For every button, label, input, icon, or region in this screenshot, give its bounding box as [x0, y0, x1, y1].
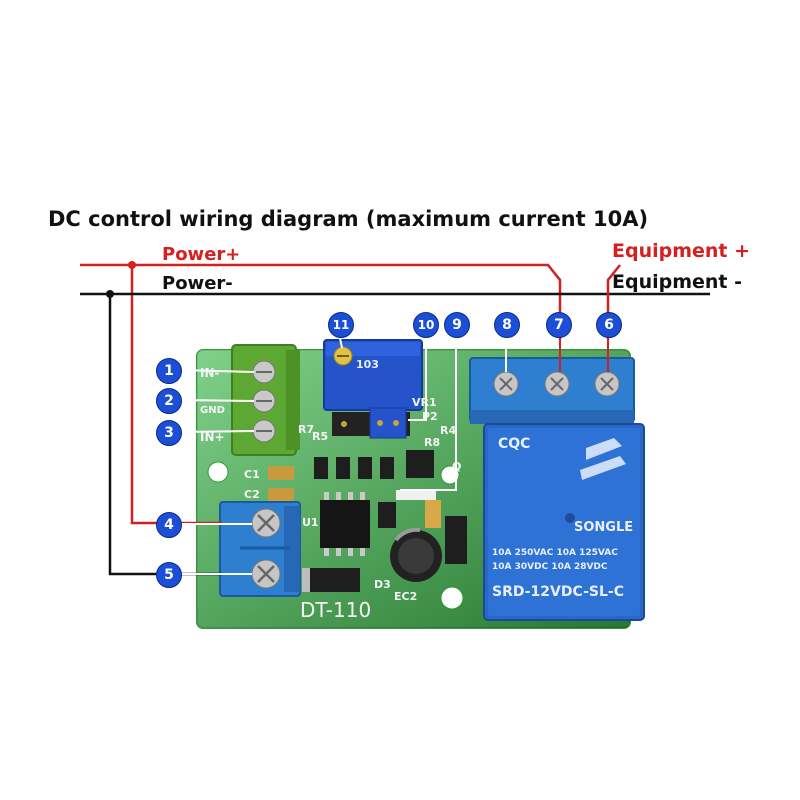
silk-c1: C1	[244, 468, 260, 481]
ic-chip-u1	[320, 492, 370, 556]
power-plus-label: Power+	[162, 244, 241, 265]
terminal-badge: 2	[156, 388, 182, 414]
diagram-title: DC control wiring diagram (maximum curre…	[48, 207, 649, 231]
silk-gnd: GND	[200, 405, 225, 416]
silk-ec2: EC2	[394, 590, 418, 603]
potentiometer	[323, 339, 423, 411]
relay	[483, 423, 645, 621]
silk-u1: U1	[302, 516, 319, 529]
terminal-badge: 7	[546, 312, 572, 338]
terminal-badge: 5	[156, 562, 182, 588]
terminal-badge: 6	[596, 312, 622, 338]
terminal-badge: 4	[156, 512, 182, 538]
electrolytic-capacitor	[390, 527, 442, 582]
power-minus-label: Power-	[162, 273, 233, 294]
silk-vr1: VR1	[412, 396, 437, 409]
silk-r7: R7	[298, 423, 315, 436]
terminal-badge: 9	[444, 312, 470, 338]
output-terminal-block	[469, 357, 635, 424]
power-terminal-block	[219, 501, 301, 597]
relay-cqc: CQC	[498, 436, 531, 452]
relay-rating-2: 10A 30VDC 10A 28VDC	[492, 562, 608, 572]
terminal-badge: 3	[156, 420, 182, 446]
relay-model: SRD-12VDC-SL-C	[492, 584, 624, 600]
silk-board-name: DT-110	[300, 598, 372, 622]
equipment-plus-label: Equipment +	[612, 240, 751, 262]
equipment-minus-label: Equipment -	[612, 271, 743, 293]
silk-p2: P2	[422, 410, 438, 423]
silk-in-plus: IN+	[200, 430, 225, 444]
silk-d3: D3	[374, 578, 391, 591]
relay-brand: SONGLE	[574, 520, 634, 535]
terminal-badge: 8	[494, 312, 520, 338]
power-plus-wire	[80, 263, 562, 340]
terminal-badge: 10	[413, 312, 439, 338]
silk-r4: R4	[440, 424, 457, 437]
diode-d3	[302, 568, 360, 592]
relay-rating-1: 10A 250VAC 10A 125VAC	[492, 548, 618, 558]
smd-components	[268, 450, 467, 564]
potentiometer-code: 103	[356, 358, 379, 371]
silk-q: Q	[452, 460, 462, 473]
terminal-badge: 11	[328, 312, 354, 338]
silk-c2: C2	[244, 488, 260, 501]
silk-in-minus: IN-	[200, 366, 220, 380]
silk-r8: R8	[424, 436, 441, 449]
terminal-badge: 1	[156, 358, 182, 384]
jumper-header	[332, 407, 410, 439]
silk-r5: R5	[312, 430, 329, 443]
